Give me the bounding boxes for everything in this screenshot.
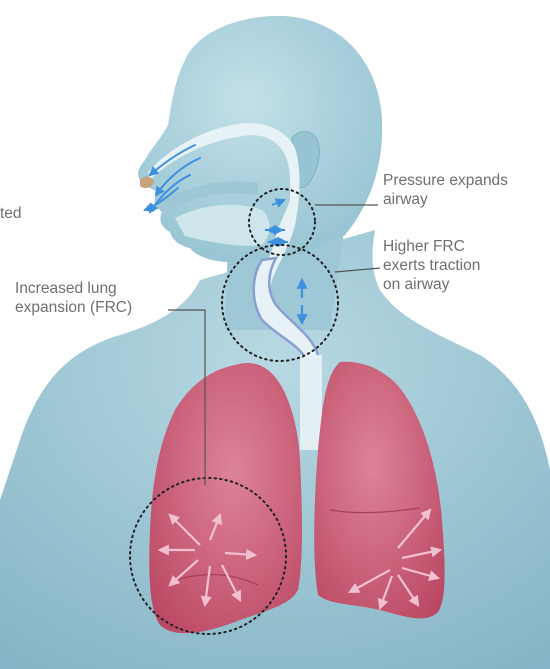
higher-frc-label: Higher FRC exerts traction on airway	[383, 237, 480, 294]
lung-expansion-label: Increased lung expansion (FRC)	[15, 279, 132, 317]
cut-off-label: ted	[0, 204, 22, 223]
pressure-expands-label: Pressure expands airway	[383, 171, 508, 209]
trachea-lower	[300, 355, 322, 450]
